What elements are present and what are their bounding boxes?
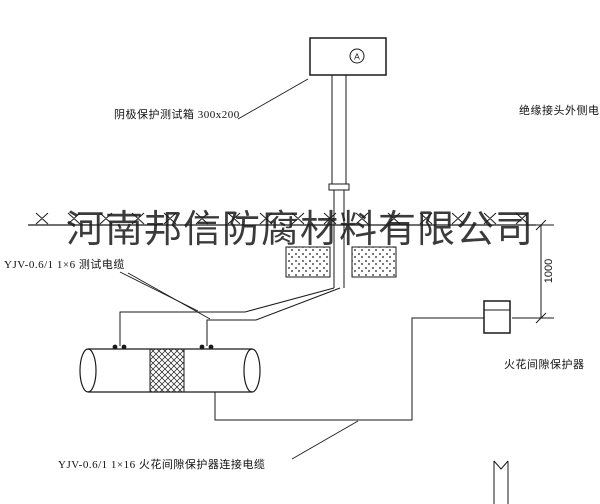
ammeter-symbol: [350, 49, 364, 63]
leader-protector-cable: [292, 421, 358, 459]
concrete-block-right: [352, 247, 396, 277]
protector-cable-run: [215, 318, 484, 420]
protector-outline: [484, 301, 510, 333]
weld-point: [208, 344, 214, 350]
test-box-outline: [310, 38, 386, 75]
label-test-box: 阴极保护测试箱 300x200: [114, 109, 240, 121]
label-protector-cable: YJV-0.6/1 1×16 火花间隙保护器连接电缆: [58, 459, 266, 471]
pipeline: [80, 344, 260, 392]
test-box: A: [310, 38, 386, 75]
pipe-left-end: [80, 349, 96, 392]
test-cables: [120, 288, 340, 346]
ammeter-letter: A: [354, 52, 360, 62]
pipe-break-symbol: [494, 461, 508, 504]
label-test-cable: YJV-0.6/1 1×6 测试电缆: [4, 259, 125, 271]
leader-test-cable-1: [120, 272, 198, 311]
label-spark-gap-protector: 火花间隙保护器: [504, 359, 585, 371]
concrete-blocks: [286, 247, 396, 277]
concrete-block-left: [286, 247, 330, 277]
dimension-tick-bottom: [536, 313, 546, 323]
test-cable-2: [207, 288, 340, 346]
pipe-right-end: [244, 349, 260, 392]
conduit-upper-tube: [332, 75, 346, 184]
dimension-tick-top: [536, 220, 546, 230]
dimension-line: [512, 220, 554, 323]
conduit-joint: [329, 184, 349, 190]
weld-point: [112, 344, 118, 350]
weld-point: [199, 344, 205, 350]
cable-weld-points: [112, 344, 214, 350]
spark-gap-protector-box: [484, 301, 510, 333]
conduit-lower-tube: [334, 190, 344, 288]
label-outer-cable: 绝缘接头外侧电缆: [519, 105, 600, 117]
ground-marks: [36, 213, 528, 224]
weld-point: [121, 344, 127, 350]
leader-lines: [120, 79, 358, 459]
leader-test-box: [238, 79, 308, 119]
pipe-coating-hatch: [150, 349, 184, 392]
test-cable-1: [120, 288, 334, 346]
conduit: [329, 75, 349, 288]
dimension-text: 1000: [543, 259, 555, 283]
leader-test-cable-2: [128, 273, 210, 319]
